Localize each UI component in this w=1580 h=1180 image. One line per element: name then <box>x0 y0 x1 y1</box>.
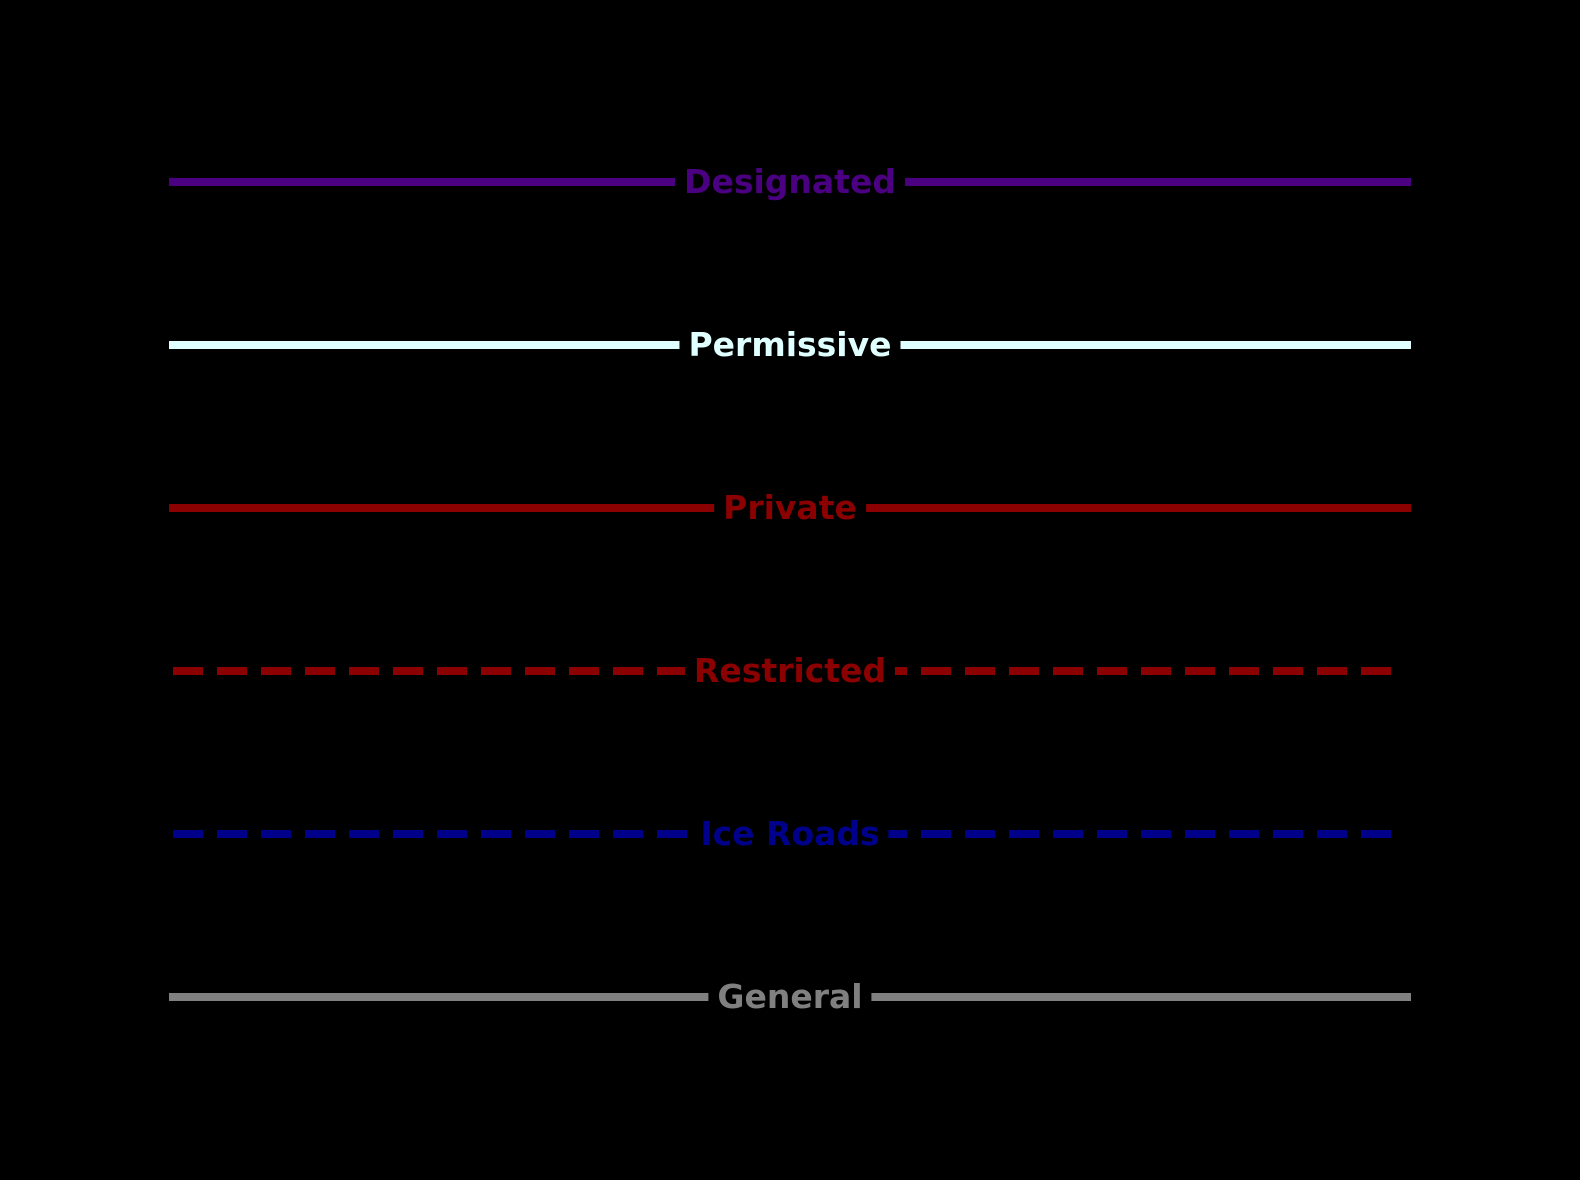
legend-item-designated: Designated <box>169 152 1411 212</box>
legend-item-ice-roads: Ice Roads <box>169 804 1411 864</box>
legend-label-ice-roads: Ice Roads <box>691 816 889 850</box>
legend-label-permissive: Permissive <box>679 327 901 361</box>
legend-item-restricted: Restricted <box>169 641 1411 701</box>
legend-item-general: General <box>169 967 1411 1027</box>
legend-label-restricted: Restricted <box>684 653 896 687</box>
legend-item-permissive: Permissive <box>169 315 1411 375</box>
legend-item-private: Private <box>169 478 1411 538</box>
legend-label-private: Private <box>714 490 866 524</box>
legend-label-general: General <box>708 979 872 1013</box>
legend-label-designated: Designated <box>675 164 905 198</box>
